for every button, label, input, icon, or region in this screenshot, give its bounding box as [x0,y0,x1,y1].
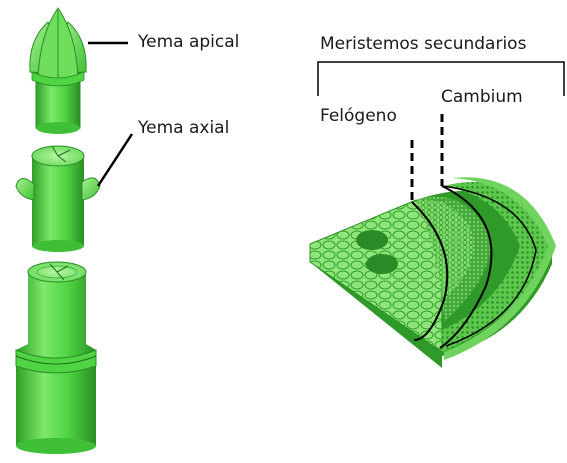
label-yema-apical: Yema apical [138,34,239,51]
leader-line-axial [98,134,132,186]
label-yema-axial: Yema axial [138,120,229,137]
apical-bud-illustration [30,8,86,134]
label-cambium: Cambium [441,89,523,106]
label-felogeno: Felógeno [320,108,397,125]
axial-bud-illustration [16,146,100,252]
label-meristemos-secundarios: Meristemos secundarios [320,36,526,53]
stem-cross-section [310,177,556,368]
thickened-stem-illustration [16,262,96,454]
